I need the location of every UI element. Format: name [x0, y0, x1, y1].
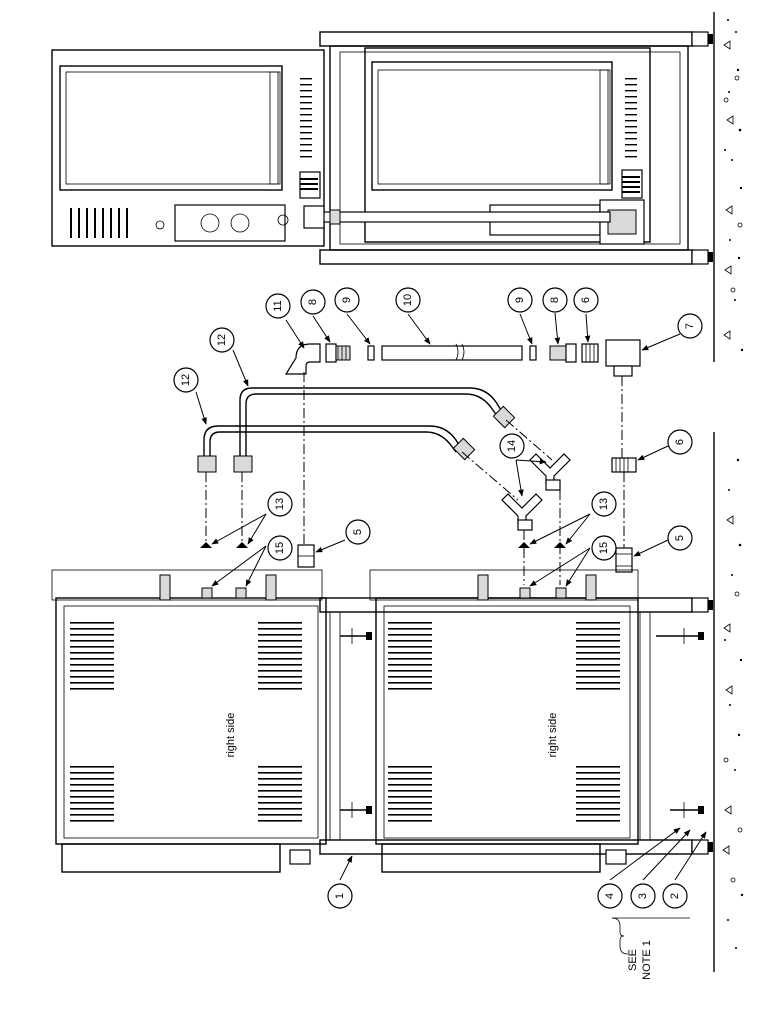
svg-text:6: 6	[674, 439, 686, 445]
callout-15a: 15	[267, 535, 293, 561]
see-note-line2: NOTE 1	[641, 940, 653, 980]
floor-lower	[713, 432, 744, 972]
see-note-label: SEE NOTE 1	[611, 917, 690, 980]
svg-text:3: 3	[637, 893, 649, 899]
callout-12a: 12	[209, 327, 235, 353]
svg-text:8: 8	[549, 297, 561, 303]
stand-top	[319, 31, 713, 265]
svg-text:13: 13	[274, 498, 286, 510]
gas-manifold-top	[303, 205, 611, 229]
callout-6a: 6	[573, 287, 599, 313]
callout-8b: 8	[542, 287, 568, 313]
oven-top-left	[51, 49, 325, 247]
callout-5a: 5	[345, 519, 371, 545]
right-side-label-top: right side	[225, 713, 237, 758]
svg-text:7: 7	[684, 323, 696, 329]
nipple-6-top	[581, 343, 599, 363]
callout-10: 10	[395, 287, 421, 313]
stand-bottom	[319, 597, 713, 855]
svg-text:4: 4	[604, 893, 616, 899]
anchor-bolts	[340, 628, 704, 818]
floor-upper	[713, 12, 744, 362]
svg-text:11: 11	[272, 300, 284, 311]
callout-11: 11	[265, 293, 291, 319]
svg-text:9: 9	[514, 297, 526, 303]
vents-bottom-left	[70, 622, 302, 822]
hose-10	[381, 343, 523, 361]
svg-text:2: 2	[669, 893, 681, 899]
callout-15b: 15	[591, 535, 617, 561]
callout-12b: 12	[173, 367, 199, 393]
centerlines	[205, 372, 625, 585]
callout-1: 1	[327, 883, 353, 909]
fitting-8-right	[549, 343, 577, 363]
callout-13a: 13	[267, 491, 293, 517]
callout-9b: 9	[507, 287, 533, 313]
fitting-8-left	[325, 343, 351, 363]
callout-9a: 9	[334, 287, 360, 313]
hoses-12	[197, 387, 516, 473]
svg-text:15: 15	[598, 542, 610, 554]
svg-text:14: 14	[506, 440, 518, 452]
svg-text:12: 12	[180, 374, 192, 386]
svg-text:1: 1	[334, 893, 346, 899]
callout-14: 14	[499, 433, 525, 459]
svg-text:8: 8	[307, 299, 319, 305]
callout-8a: 8	[300, 289, 326, 315]
callout-6b: 6	[667, 429, 693, 455]
caps-13	[200, 542, 566, 548]
washer-9-right	[529, 345, 537, 361]
vents-bottom-right	[388, 622, 620, 822]
svg-text:6: 6	[580, 297, 592, 303]
elbow-11	[284, 343, 321, 375]
svg-text:9: 9	[341, 297, 353, 303]
callout-13b: 13	[591, 491, 617, 517]
callout-4: 4	[597, 883, 623, 909]
svg-text:15: 15	[274, 542, 286, 554]
svg-text:10: 10	[402, 294, 414, 306]
connectors-15	[201, 587, 567, 599]
oven-bottom-right	[369, 569, 639, 873]
see-note-line1: SEE	[627, 949, 639, 971]
svg-text:12: 12	[216, 334, 228, 346]
svg-text:5: 5	[352, 529, 364, 535]
callout-5b: 5	[667, 525, 693, 551]
tee-7	[605, 339, 641, 377]
callout-3: 3	[630, 883, 656, 909]
svg-text:5: 5	[674, 535, 686, 541]
leaders	[195, 312, 707, 881]
callout-7: 7	[677, 313, 703, 339]
oven-bottom-left	[51, 569, 327, 873]
callout-2: 2	[662, 883, 688, 909]
right-side-label-bottom: right side	[547, 713, 559, 758]
washer-9-left	[367, 345, 375, 361]
svg-text:13: 13	[598, 498, 610, 510]
